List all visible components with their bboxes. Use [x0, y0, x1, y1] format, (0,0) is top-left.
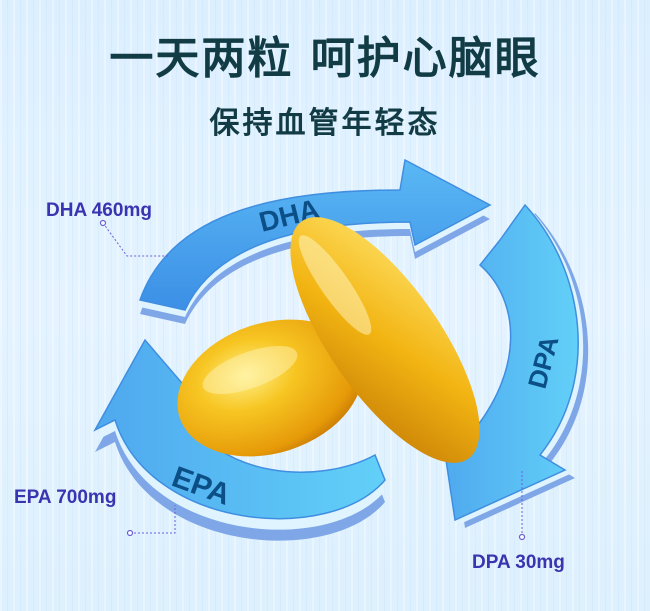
leader-dots: [99, 219, 526, 541]
headline: 一天两粒 呵护心脑眼: [109, 33, 541, 84]
leader-lines: [102, 222, 523, 537]
epa-arrow: EPA: [93, 338, 386, 541]
subheadline: 保持血管年轻态: [209, 106, 441, 141]
dha-amount-label: DHA 460mg: [46, 200, 152, 221]
epa-amount-label: EPA 700mg: [14, 487, 117, 508]
softgel-capsules: [177, 217, 480, 463]
dpa-amount-label: DPA 30mg: [472, 552, 565, 573]
